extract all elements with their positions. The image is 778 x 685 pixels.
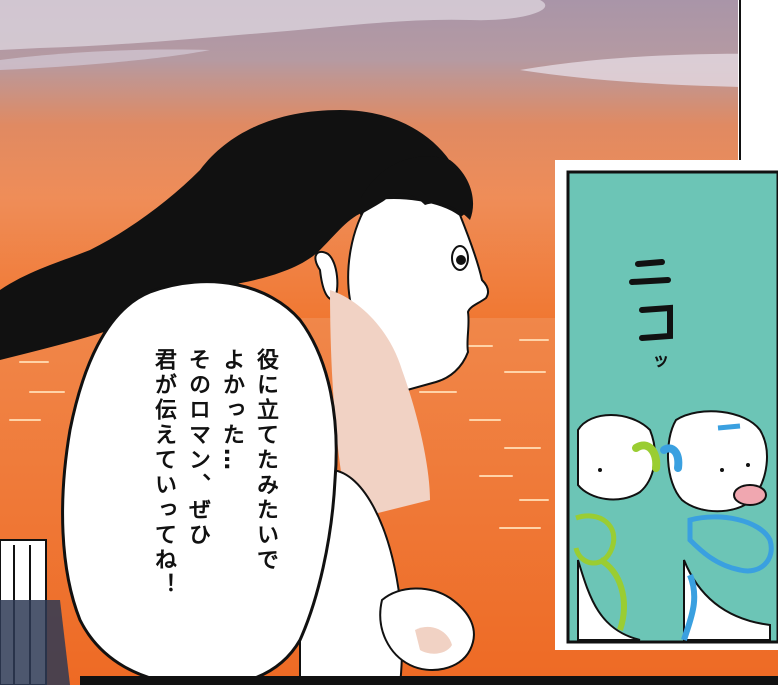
- ear: [314, 250, 339, 302]
- speech-line: 役に立てたみたいで: [253, 348, 278, 573]
- pupil: [456, 255, 466, 265]
- speech-text: 役に立てたみたいで よかった… そのロマン、ぜひ 君が伝えていってね！: [112, 348, 282, 658]
- dog-left: [573, 414, 661, 641]
- sfx-ni: [629, 259, 671, 285]
- neck: [330, 290, 430, 520]
- speech-line: よかった…: [219, 348, 244, 473]
- bottom-border: [80, 676, 778, 685]
- cloud: [0, 49, 210, 70]
- speech-line: そのロマン、ぜひ: [185, 348, 210, 548]
- hands-shade: [415, 626, 452, 654]
- railing: [0, 539, 70, 685]
- hair: [0, 110, 470, 360]
- page-edge: [738, 0, 778, 160]
- speech-line: 君が伝えていってね！: [151, 348, 176, 598]
- sfx-small-tsu: ッ: [647, 352, 668, 370]
- cloud: [0, 0, 546, 50]
- sfx-ko: [639, 304, 673, 341]
- speech-bubble: [61, 280, 338, 685]
- cloud: [520, 53, 778, 88]
- dog-right: [660, 410, 774, 641]
- bangs: [360, 156, 474, 220]
